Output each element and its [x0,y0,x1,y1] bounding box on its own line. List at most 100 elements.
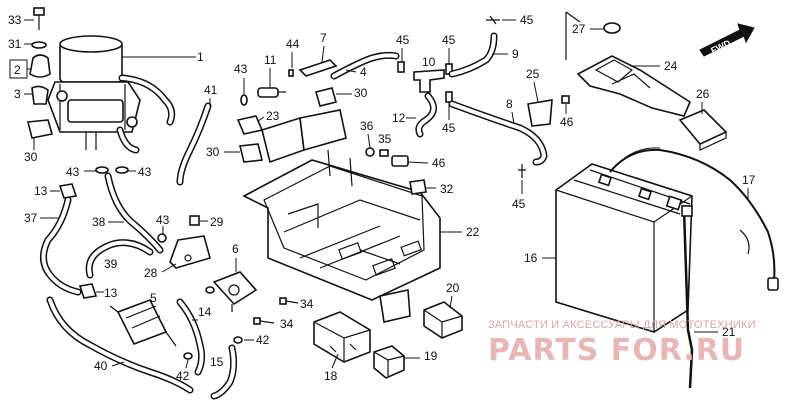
callout-33: 33 [8,13,22,27]
fitting-11 [257,87,286,98]
callout-27: 27 [572,22,586,36]
callout-36: 36 [360,119,374,133]
fuel-filter-5 [109,298,177,347]
cover-20 [423,301,463,339]
watermark-tagline: ЗАПЧАСТИ И АКСЕССУАРЫ ДЛЯ МОТОТЕХНИКИ [488,319,756,331]
callout-43c: 43 [156,213,170,227]
callout-12: 12 [392,111,406,125]
battery-cable-17 [609,147,779,291]
bracket-23 [236,115,264,135]
callout-11: 11 [264,53,277,67]
callout-41: 41 [204,83,218,97]
washer-31 [31,41,47,49]
hose-14 [176,298,206,376]
rubber-30b [239,143,263,163]
battery-holder-24 [576,55,692,117]
callout-6: 6 [232,242,239,256]
hose-12 [415,92,437,138]
callout-45e: 45 [512,197,526,211]
bolt-46a [391,155,409,167]
callout-37: 37 [24,211,38,225]
clamp-13b [78,283,98,299]
callout-45d: 45 [520,13,534,27]
callout-32: 32 [440,182,454,196]
callout-26: 26 [696,87,710,101]
callout-3: 3 [14,87,21,101]
cushion-26 [678,109,728,151]
callout-24: 24 [664,59,678,73]
strip-7 [298,59,338,77]
callout-30c: 30 [354,86,368,100]
callout-18: 18 [324,369,338,383]
hose-37 [40,196,82,296]
callout-43a: 43 [66,165,80,179]
callout-13a: 13 [34,184,48,198]
callout-44: 44 [286,37,300,51]
callout-7: 7 [320,31,327,45]
callout-42b: 42 [256,333,270,347]
callout-20: 20 [446,281,460,295]
forward-arrow-icon: FWD [699,23,755,57]
callout-23: 23 [266,109,280,123]
callout-29: 29 [210,215,224,229]
clip-44 [288,69,294,77]
battery-16 [555,163,693,333]
callout-43d: 43 [234,62,248,76]
callout-10: 10 [422,55,436,69]
bracket-25 [527,99,553,127]
fuel-pump [47,35,176,154]
callout-19: 19 [424,349,438,363]
callout-45b: 45 [442,33,456,47]
callout-8: 8 [506,97,513,111]
hose-38 [104,172,164,254]
callout-22: 22 [466,225,480,239]
grommet-36 [365,147,375,157]
bracket-28 [169,235,211,269]
watermark-logo: PARTS FOR.RU [488,333,745,368]
hose-40 [46,296,194,394]
callout-35: 35 [378,132,392,146]
callout-13b: 13 [104,286,118,300]
callout-2: 2 [14,63,21,77]
callout-21: 21 [722,325,736,339]
bolt-46b [561,95,570,104]
grommet-29 [189,215,200,226]
hose-8 [448,100,548,166]
callout-28: 28 [144,266,158,280]
callout-5: 5 [150,291,157,305]
clip-45a [397,61,405,73]
clamp-13a [58,183,78,199]
bracket-6 [212,271,258,306]
cable-21 [681,205,694,389]
callout-45c: 45 [442,121,456,135]
hose-41 [176,102,212,186]
relay-box-18 [313,311,371,363]
callout-25: 25 [526,67,540,81]
callout-15: 15 [210,355,224,369]
callout-14: 14 [198,305,212,319]
callout-30a: 30 [24,150,38,164]
collar-3 [31,85,49,105]
cap-19 [373,345,405,379]
clip-45c [445,91,453,103]
callout-46b: 46 [560,115,574,129]
callout-34a: 34 [300,297,314,311]
callout-39: 39 [104,257,118,271]
callout-1: 1 [197,50,204,64]
callout-45a: 45 [396,33,410,47]
hose-15 [210,344,238,400]
rubber-32 [409,179,427,195]
cushion-2 [29,54,51,78]
callout-43b: 43 [138,165,152,179]
callout-16: 16 [524,251,538,265]
tee-joint-10 [413,69,445,93]
callout-17: 17 [742,173,756,187]
hose-39 [85,239,154,279]
hose-9 [448,32,498,78]
bolt-33 [33,7,45,30]
rubber-30a [26,119,54,139]
callout-4: 4 [360,65,367,79]
bolt-34a [279,297,299,305]
nut-35 [379,149,389,157]
